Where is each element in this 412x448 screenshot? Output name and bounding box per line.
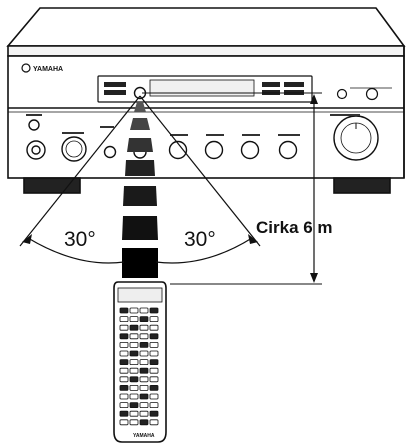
remote-button bbox=[139, 316, 149, 323]
remote-button bbox=[149, 350, 159, 357]
remote-button bbox=[119, 359, 129, 366]
remote-button bbox=[149, 367, 159, 374]
remote-button bbox=[139, 324, 149, 331]
remote-button bbox=[119, 402, 129, 409]
remote-button bbox=[129, 359, 139, 366]
remote-button bbox=[119, 333, 129, 340]
remote-button bbox=[139, 384, 149, 391]
remote-button bbox=[129, 393, 139, 400]
remote-button bbox=[119, 367, 129, 374]
ir-beam bbox=[122, 102, 158, 278]
receiver-top bbox=[6, 7, 406, 47]
remote-button bbox=[129, 402, 139, 409]
remote-button bbox=[129, 316, 139, 323]
remote-button bbox=[139, 419, 149, 426]
brand-text: YAMAHA bbox=[33, 66, 63, 73]
receiver-foot-right bbox=[333, 177, 391, 194]
small-knob-1 bbox=[103, 145, 117, 159]
remote-button bbox=[129, 341, 139, 348]
remote-button bbox=[149, 324, 159, 331]
remote-button bbox=[149, 333, 159, 340]
remote-brand: YAMAHA bbox=[133, 433, 155, 439]
remote-button bbox=[149, 402, 159, 409]
panel-label-marks bbox=[26, 114, 360, 136]
remote-button bbox=[129, 367, 139, 374]
distance-arrow bbox=[142, 92, 322, 285]
upper-right-controls bbox=[336, 87, 392, 101]
remote-button bbox=[129, 324, 139, 331]
balance-knob bbox=[240, 140, 260, 160]
remote-button bbox=[139, 359, 149, 366]
angle-lines bbox=[19, 95, 261, 264]
display-area bbox=[97, 75, 313, 103]
remote-button bbox=[149, 316, 159, 323]
angle-label-left: 30° bbox=[64, 228, 96, 251]
remote-button bbox=[119, 341, 129, 348]
remote-buttons bbox=[119, 307, 159, 426]
remote-button bbox=[139, 410, 149, 417]
remote-button bbox=[139, 341, 149, 348]
receiver-foot-left bbox=[23, 177, 81, 194]
tone-knob-treble bbox=[204, 140, 224, 160]
remote-button bbox=[119, 316, 129, 323]
remote-button bbox=[129, 410, 139, 417]
angle-arc-right bbox=[155, 237, 253, 264]
remote-button bbox=[149, 419, 159, 426]
remote-button bbox=[119, 376, 129, 383]
remote-button bbox=[139, 376, 149, 383]
remote-button bbox=[139, 402, 149, 409]
remote-button bbox=[129, 384, 139, 391]
remote-button bbox=[139, 307, 149, 314]
power-button bbox=[28, 119, 40, 131]
remote-button bbox=[119, 410, 129, 417]
remote-button bbox=[149, 393, 159, 400]
remote-button bbox=[129, 376, 139, 383]
tone-knob-bass bbox=[168, 140, 188, 160]
angle-label-right: 30° bbox=[184, 228, 216, 251]
remote-button bbox=[149, 376, 159, 383]
remote-button bbox=[129, 419, 139, 426]
remote-button bbox=[119, 384, 129, 391]
remote-button bbox=[149, 341, 159, 348]
remote-button bbox=[129, 350, 139, 357]
remote-button bbox=[119, 307, 129, 314]
brand-logo: YAMAHA bbox=[21, 63, 63, 73]
remote-button bbox=[149, 359, 159, 366]
remote-button bbox=[149, 384, 159, 391]
remote-button bbox=[119, 419, 129, 426]
angle-arc-left bbox=[27, 237, 125, 264]
remote-button bbox=[149, 410, 159, 417]
remote-button bbox=[129, 333, 139, 340]
remote-button bbox=[119, 324, 129, 331]
remote-button bbox=[139, 367, 149, 374]
loudness-knob bbox=[278, 140, 298, 160]
front-controls bbox=[26, 115, 379, 162]
receiver-top-band bbox=[7, 45, 405, 57]
distance-label: Cirka 6 m bbox=[256, 218, 333, 237]
remote-button bbox=[119, 350, 129, 357]
remote-button bbox=[139, 350, 149, 357]
remote-button bbox=[149, 307, 159, 314]
remote-button bbox=[119, 393, 129, 400]
av-receiver bbox=[6, 7, 406, 194]
remote-button bbox=[139, 393, 149, 400]
remote-button bbox=[129, 307, 139, 314]
remote-button bbox=[139, 333, 149, 340]
